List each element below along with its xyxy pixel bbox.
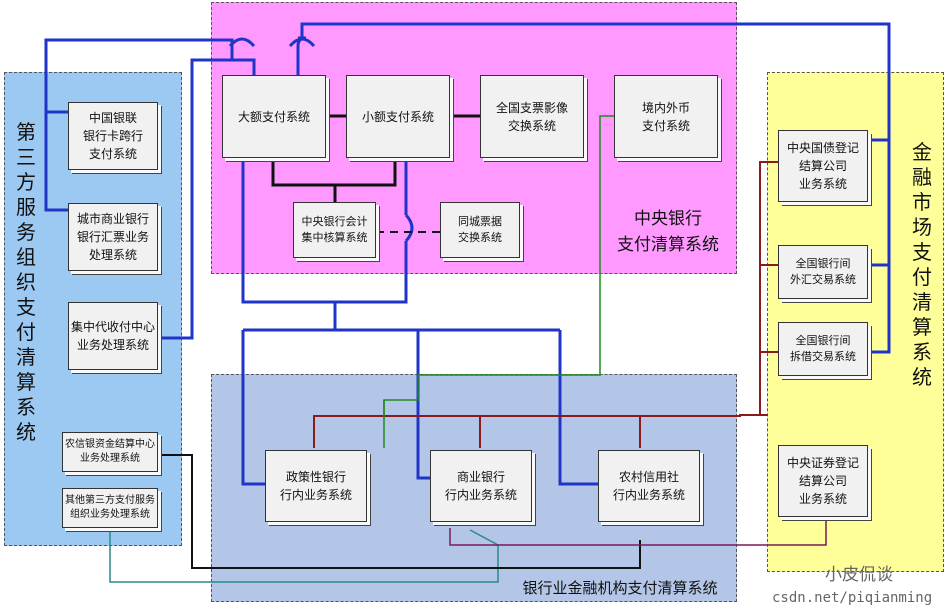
interbank-fx-trading-system[interactable]: 全国银行间 外汇交易系统 [778,245,868,299]
central-accounting-system[interactable]: 中央银行会计 集中核算系统 [293,202,376,258]
banking-title: 银行业金融机构支付清算系统 [522,579,718,597]
other-third-party-system[interactable]: 其他第三方支付服务 组织业务处理系统 [62,488,158,528]
watermark-name: 小皮侃谈 [825,565,893,585]
securities-registration-system[interactable]: 中央证券登记 结算公司 业务系统 [778,445,868,517]
rural-credit-cooperative-system[interactable]: 农村信用社 行内业务系统 [598,450,700,522]
rural-settlement-center-system[interactable]: 农信银资金结算中心 业务处理系统 [62,432,158,472]
interbank-lending-system[interactable]: 全国银行间 拆借交易系统 [778,322,868,376]
third-party-title: 第三方服务组织支付清算系统 [16,120,36,444]
unionpay-interbank-system[interactable]: 中国银联 银行卡跨行 支付系统 [68,102,158,170]
commercial-bank-system[interactable]: 商业银行 行内业务系统 [430,450,532,522]
city-commercial-bank-system[interactable]: 城市商业银行 银行汇票业务 处理系统 [68,203,158,271]
cheque-image-exchange-system[interactable]: 全国支票影像 交换系统 [480,75,584,158]
policy-bank-system[interactable]: 政策性银行 行内业务系统 [265,450,367,522]
bond-registration-system[interactable]: 中央国债登记 结算公司 业务系统 [778,130,868,202]
collection-payment-center-system[interactable]: 集中代收付中心 业务处理系统 [68,302,158,370]
watermark-url: csdn.net/piqianming [772,590,933,606]
small-value-payment-system[interactable]: 小额支付系统 [346,75,450,158]
central-bank-title: 中央银行 支付清算系统 [617,209,719,255]
financial-market-title: 金融市场支付清算系统 [912,140,932,389]
large-value-payment-system[interactable]: 大额支付系统 [222,75,326,158]
city-clearing-house-system[interactable]: 同城票据 交换系统 [440,202,520,258]
foreign-currency-payment-system[interactable]: 境内外币 支付系统 [614,75,718,158]
